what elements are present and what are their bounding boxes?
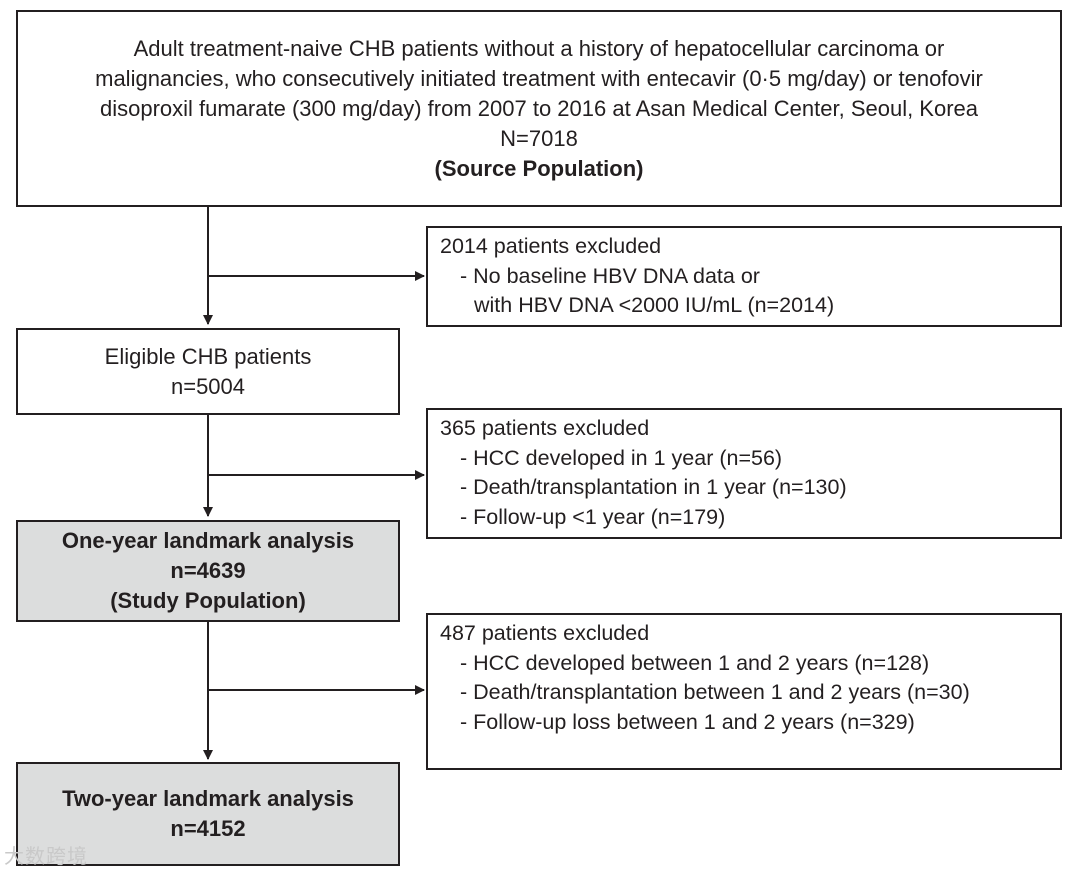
source-population-label: (Source Population) — [434, 155, 644, 181]
source-line-1: Adult treatment-naive CHB patients witho… — [133, 35, 945, 61]
exclusion-3-title: 487 patients excluded — [440, 621, 650, 645]
one-year-landmark-box: One-year landmark analysis n=4639 (Study… — [16, 520, 400, 622]
exclusion-2-item: - HCC developed in 1 year (n=56) — [460, 445, 783, 470]
watermark: 大数跨境 — [4, 844, 88, 868]
one-year-count: n=4639 — [170, 558, 246, 583]
exclusion-3-item: - Follow-up loss between 1 and 2 years (… — [460, 709, 915, 734]
exclusion-2-item: - Follow-up <1 year (n=179) — [460, 504, 726, 529]
source-line-2: malignancies, who consecutively initiate… — [95, 65, 983, 91]
two-year-landmark-box: Two-year landmark analysis n=4152 — [16, 762, 400, 866]
exclusion-2-title: 365 patients excluded — [440, 416, 650, 440]
two-year-count: n=4152 — [170, 816, 246, 841]
eligible-title: Eligible CHB patients — [104, 343, 312, 369]
exclusion-box-3: 487 patients excluded - HCC developed be… — [426, 613, 1062, 770]
source-line-3: disoproxil fumarate (300 mg/day) from 20… — [99, 95, 979, 121]
eligible-patients-box: Eligible CHB patients n=5004 — [16, 328, 400, 415]
exclusion-3-item: - Death/transplantation between 1 and 2 … — [460, 680, 970, 704]
two-year-title: Two-year landmark analysis — [62, 786, 354, 811]
exclusion-box-1: 2014 patients excluded - No baseline HBV… — [426, 226, 1062, 327]
source-count: N=7018 — [500, 125, 578, 151]
exclusion-1-title: 2014 patients excluded — [440, 234, 662, 258]
exclusion-2-item: - Death/transplantation in 1 year (n=130… — [460, 475, 847, 499]
one-year-title: One-year landmark analysis — [61, 528, 355, 553]
study-population-label: (Study Population) — [110, 588, 306, 613]
exclusion-box-2: 365 patients excluded - HCC developed in… — [426, 408, 1062, 539]
exclusion-1-item: with HBV DNA <2000 IU/mL (n=2014) — [474, 293, 835, 317]
exclusion-1-item: - No baseline HBV DNA data or — [460, 263, 760, 288]
eligible-count: n=5004 — [170, 373, 246, 399]
exclusion-3-item: - HCC developed between 1 and 2 years (n… — [460, 650, 930, 675]
source-population-box: Adult treatment-naive CHB patients witho… — [16, 10, 1062, 207]
